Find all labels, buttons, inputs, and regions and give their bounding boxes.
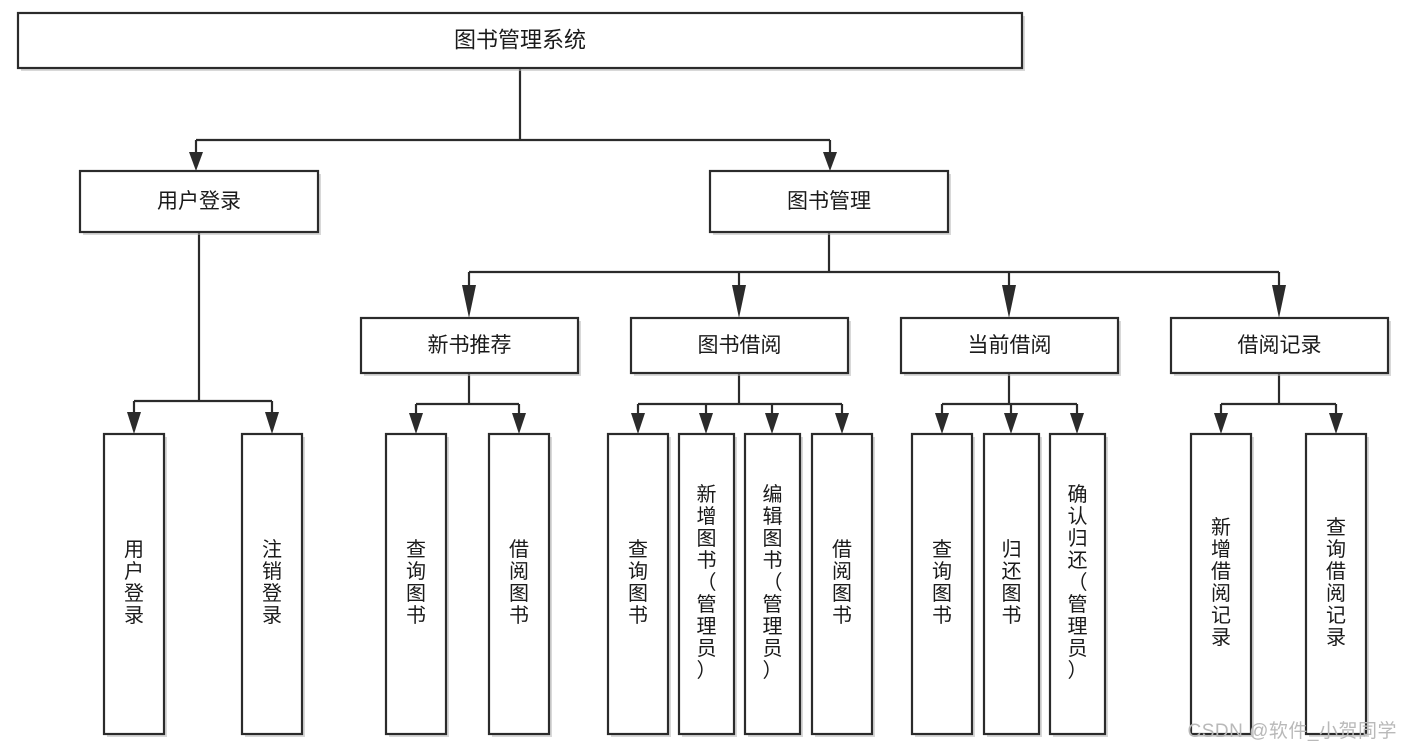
node-borrow-records: 借阅记录 — [1169, 316, 1391, 376]
arrowhead-book-borrow — [732, 285, 746, 318]
arrowhead-leaf-user-login — [127, 412, 141, 434]
arrowhead-leaf-edit-book-admin — [765, 413, 779, 434]
node-new-book-recommend: 新书推荐 — [359, 316, 581, 376]
node-label-root: 图书管理系统 — [454, 27, 586, 52]
node-leaf-query-borrow-record: 查询借阅记录 — [1304, 432, 1369, 737]
arrowhead-leaf-query-books-borrow — [631, 413, 645, 434]
node-label-book-borrow: 图书借阅 — [698, 334, 782, 357]
node-leaf-user-login: 用户登录 — [102, 432, 167, 737]
node-label-leaf-return-books: 归还图书 — [1002, 538, 1022, 627]
node-book-management: 图书管理 — [708, 169, 951, 235]
node-label-leaf-borrow-books-borrow: 借阅图书 — [832, 538, 852, 627]
node-label-leaf-query-books-borrow: 查询图书 — [628, 538, 648, 627]
node-label-leaf-edit-book-admin: 编辑图书（管理员） — [763, 483, 783, 682]
node-leaf-add-book-admin: 新增图书（管理员） — [677, 432, 737, 737]
arrowhead-leaf-confirm-return-admin — [1070, 413, 1084, 434]
arrowhead-leaf-return-books — [1004, 413, 1018, 434]
arrowhead-leaf-query-borrow-record — [1329, 413, 1343, 434]
node-current-borrow: 当前借阅 — [899, 316, 1121, 376]
node-user-login: 用户登录 — [78, 169, 321, 235]
arrowhead-leaf-query-books-recommend — [409, 413, 423, 434]
arrowhead-user-login — [189, 152, 203, 171]
arrowhead-book-management — [823, 152, 837, 171]
node-leaf-edit-book-admin: 编辑图书（管理员） — [743, 432, 803, 737]
connector-layer — [127, 68, 1343, 434]
node-label-leaf-borrow-books-recommend: 借阅图书 — [509, 538, 529, 627]
arrowhead-leaf-add-borrow-record — [1214, 413, 1228, 434]
node-label-book-management: 图书管理 — [787, 190, 871, 213]
arrowhead-leaf-logout — [265, 412, 279, 434]
node-label-leaf-user-login: 用户登录 — [124, 539, 144, 627]
arrowhead-new-book-recommend — [462, 285, 476, 318]
node-label-leaf-query-books-current: 查询图书 — [932, 538, 952, 627]
node-label-leaf-query-books-recommend: 查询图书 — [406, 538, 426, 627]
node-leaf-borrow-books-borrow: 借阅图书 — [810, 432, 875, 737]
node-leaf-confirm-return-admin: 确认归还（管理员） — [1048, 432, 1108, 737]
node-label-leaf-add-book-admin: 新增图书（管理员） — [697, 483, 717, 682]
arrowhead-leaf-query-books-current — [935, 413, 949, 434]
node-label-new-book-recommend: 新书推荐 — [428, 334, 512, 357]
node-leaf-query-books-recommend: 查询图书 — [384, 432, 449, 737]
arrowhead-leaf-borrow-books-borrow — [835, 413, 849, 434]
arrowhead-borrow-records — [1272, 285, 1286, 318]
arrowhead-leaf-add-book-admin — [699, 413, 713, 434]
node-leaf-borrow-books-recommend: 借阅图书 — [487, 432, 552, 737]
node-layer: 图书管理系统用户登录图书管理新书推荐图书借阅当前借阅借阅记录用户登录注销登录查询… — [16, 11, 1391, 737]
csdn-watermark: CSDN @软件_小贺同学 — [1187, 721, 1397, 742]
node-label-leaf-query-borrow-record: 查询借阅记录 — [1326, 516, 1346, 649]
node-leaf-add-borrow-record: 新增借阅记录 — [1189, 432, 1254, 737]
node-leaf-return-books: 归还图书 — [982, 432, 1042, 737]
node-leaf-query-books-current: 查询图书 — [910, 432, 975, 737]
node-root: 图书管理系统 — [16, 11, 1025, 71]
node-leaf-query-books-borrow: 查询图书 — [606, 432, 671, 737]
node-label-borrow-records: 借阅记录 — [1238, 334, 1322, 357]
node-leaf-logout: 注销登录 — [240, 432, 305, 737]
node-label-user-login: 用户登录 — [157, 190, 241, 213]
node-label-leaf-logout: 注销登录 — [262, 538, 282, 627]
arrowhead-current-borrow — [1002, 285, 1016, 318]
node-label-leaf-confirm-return-admin: 确认归还（管理员） — [1068, 483, 1088, 682]
node-label-leaf-add-borrow-record: 新增借阅记录 — [1211, 516, 1231, 649]
node-label-current-borrow: 当前借阅 — [968, 334, 1052, 357]
arrowhead-leaf-borrow-books-recommend — [512, 413, 526, 434]
node-book-borrow: 图书借阅 — [629, 316, 851, 376]
